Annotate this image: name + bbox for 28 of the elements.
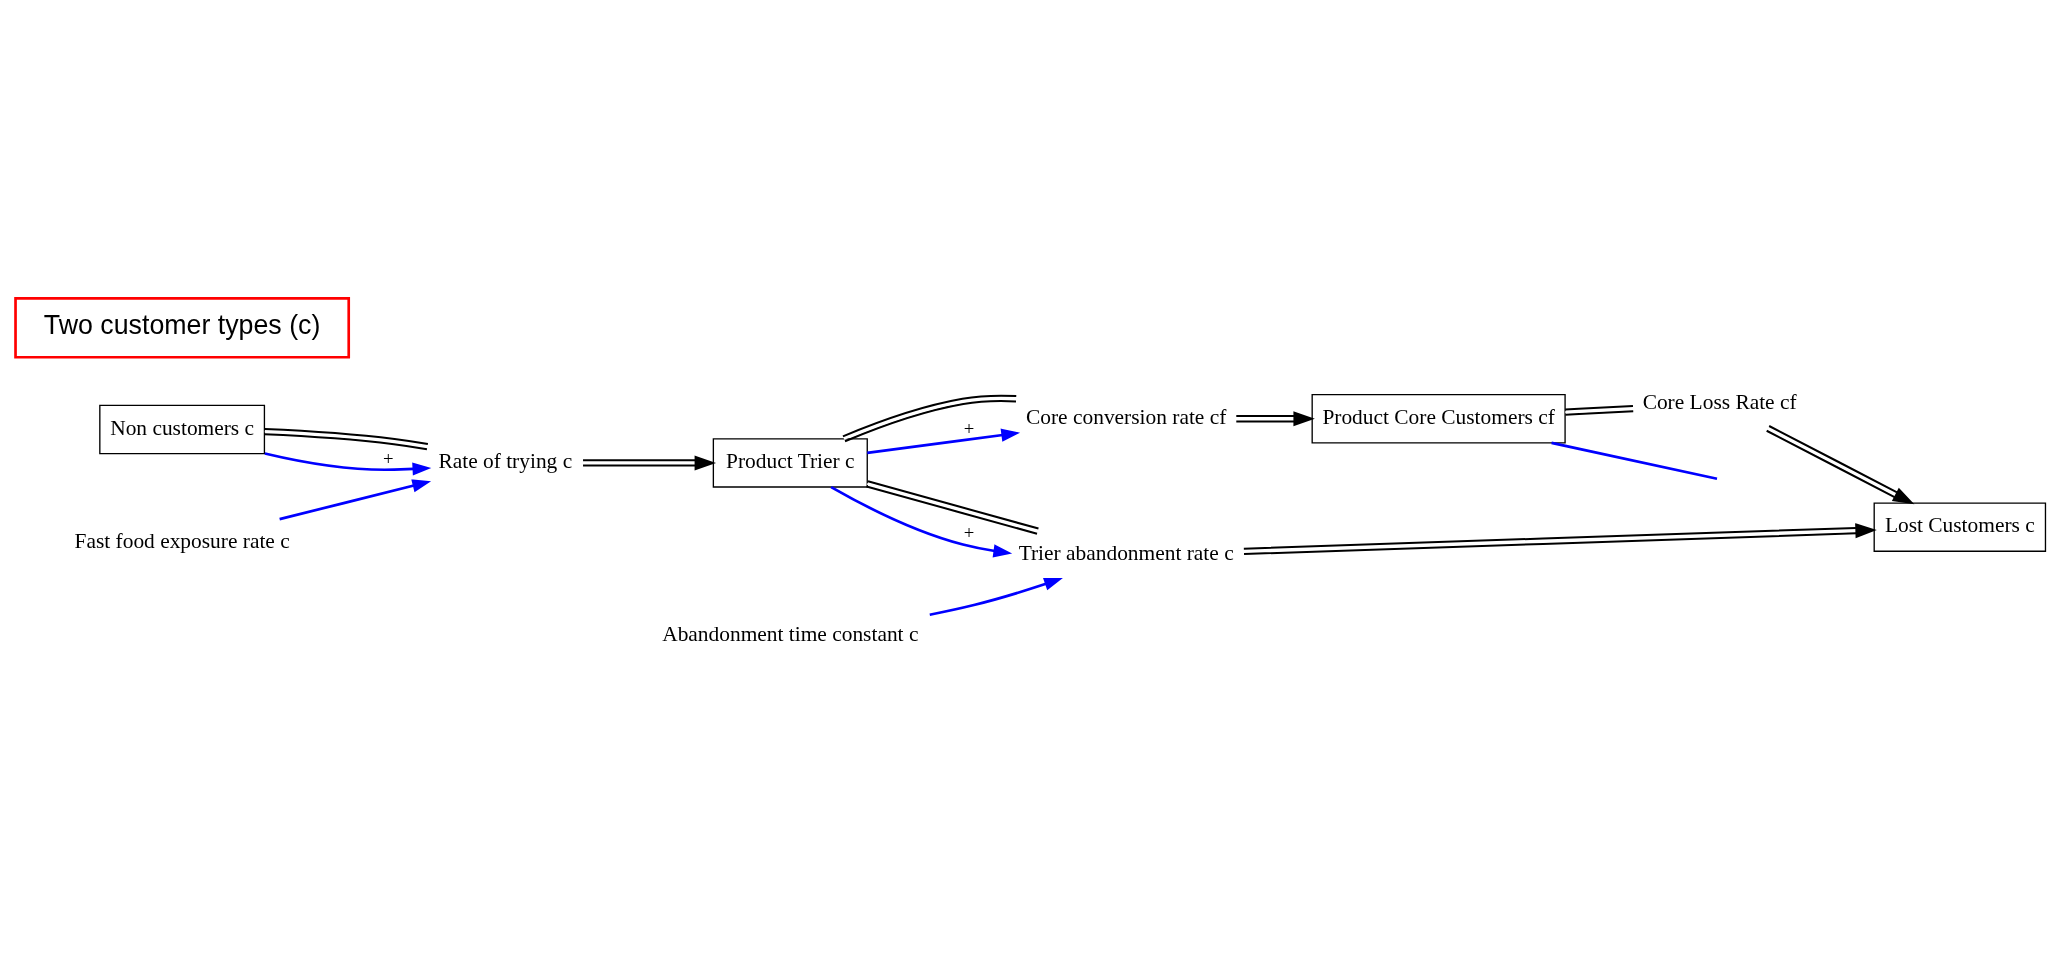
edge-label: + — [963, 521, 974, 543]
connector — [865, 479, 1039, 535]
arrow — [929, 577, 1063, 616]
node-box: Non customers c — [98, 404, 265, 454]
arrow — [1235, 410, 1315, 426]
connector — [1550, 441, 1717, 480]
connector — [842, 394, 1016, 442]
edge-label: + — [382, 447, 393, 469]
arrow — [830, 485, 1012, 557]
node-box: Lost Customers c — [1873, 501, 2046, 552]
connector — [264, 427, 428, 450]
arrow — [1243, 522, 1877, 555]
arrow — [1765, 424, 1914, 504]
node-text: Core Loss Rate cf — [1642, 389, 1797, 414]
node-text: Trier abandonment rate c — [1018, 540, 1234, 565]
arrow — [264, 451, 431, 475]
node-box: Product Core Customers cf — [1311, 393, 1566, 444]
arrow — [866, 428, 1020, 454]
node-box: Two customer types (c) — [13, 296, 350, 359]
node-text: Fast food exposure rate c — [74, 528, 290, 553]
edge-label: + — [963, 417, 974, 439]
connector — [1564, 404, 1633, 416]
node-text: Abandonment time constant c — [661, 621, 918, 646]
node-text: Rate of trying c — [437, 448, 572, 473]
arrow — [582, 454, 716, 470]
node-text: Core conversion rate cf — [1025, 404, 1226, 429]
arrow — [278, 478, 431, 520]
node-box: Product Trier c — [712, 437, 868, 488]
